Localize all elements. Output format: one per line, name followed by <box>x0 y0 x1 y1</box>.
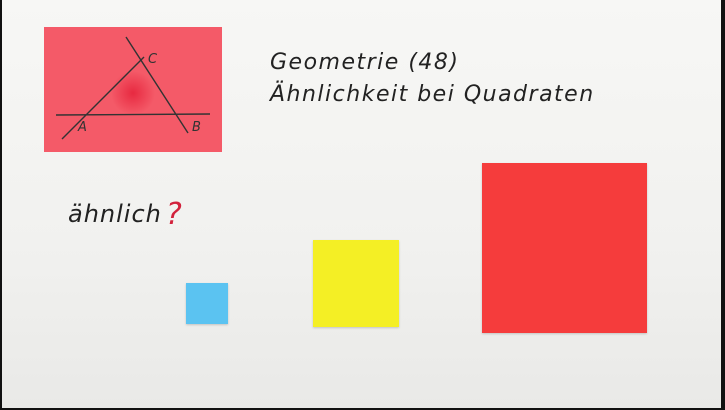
lesson-title: Geometrie (48) <box>270 50 460 75</box>
lesson-heading: Geometrie (48) Ähnlichkeit bei Quadraten <box>270 46 595 112</box>
vertex-label-c: C <box>148 52 158 67</box>
triangle-side-bc <box>125 36 189 134</box>
vertex-label-b: B <box>192 120 201 135</box>
large-red-square <box>482 163 647 333</box>
triangle-logo-card: A B C <box>44 27 222 152</box>
question-mark: ? <box>165 197 183 232</box>
triangle-side-ab <box>55 113 211 116</box>
triangle-logo-icon: A B C <box>44 27 222 152</box>
medium-yellow-square <box>313 240 399 327</box>
small-blue-square <box>186 283 228 324</box>
triangle-side-ac <box>61 56 145 140</box>
vertex-label-a: A <box>77 120 87 135</box>
card-blot <box>111 71 155 115</box>
similarity-question: ähnlich? <box>68 195 183 232</box>
question-word: ähnlich <box>68 200 162 228</box>
lesson-subtitle: Ähnlichkeit bei Quadraten <box>270 82 595 107</box>
